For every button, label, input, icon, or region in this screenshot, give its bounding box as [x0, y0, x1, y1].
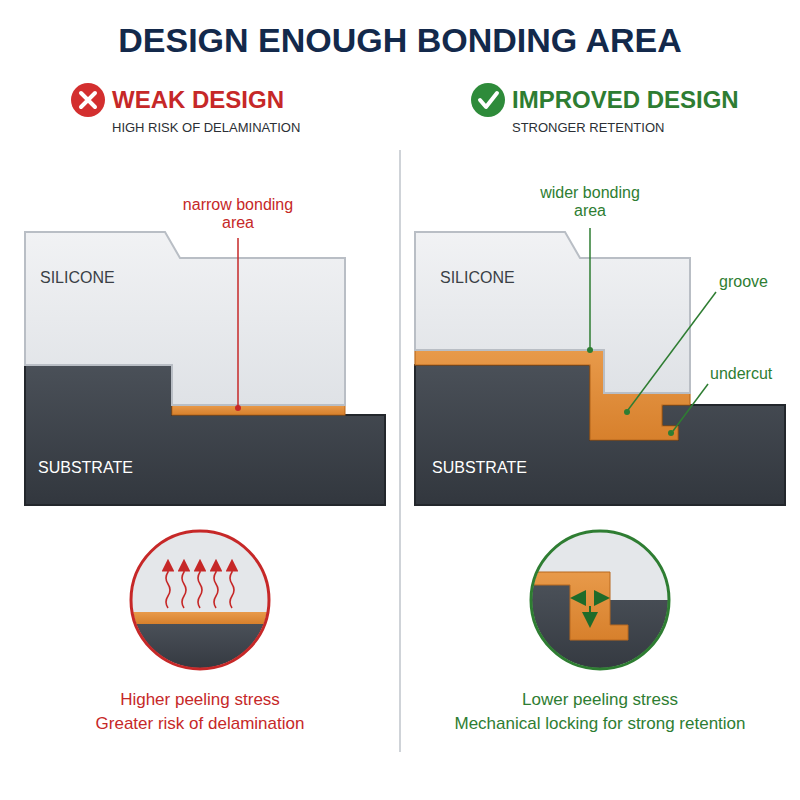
leader-line [628, 292, 716, 410]
callout-label: groove [719, 272, 794, 291]
leader-line [673, 384, 708, 431]
leader-line [237, 238, 239, 406]
part-name: SILICONE [440, 268, 560, 287]
zoom-circle [131, 531, 269, 669]
panel-subheading: HIGH RISK OF DELAMINATION [112, 120, 392, 136]
leader-line [589, 228, 591, 348]
leader-dot [668, 430, 674, 436]
divider [399, 150, 401, 752]
zoom-detail [130, 530, 270, 674]
zoom-detail [530, 530, 670, 680]
caption-line: Greater risk of delamination [20, 714, 380, 734]
leader-dot [587, 347, 593, 353]
part-name: SUBSTRATE [432, 458, 562, 477]
caption-line: Lower peeling stress [405, 690, 795, 710]
part-name: SILICONE [40, 268, 160, 287]
callout-label: wider bonding area [530, 184, 650, 221]
part-name: SUBSTRATE [38, 458, 168, 477]
caption-line: Higher peeling stress [20, 690, 380, 710]
silicone-block [415, 232, 690, 393]
title: DESIGN ENOUGH BONDING AREA [10, 20, 790, 61]
zoom-circle [531, 531, 669, 669]
callout-label: narrow bonding area [178, 196, 298, 233]
bonding-layer [172, 405, 345, 415]
panel-heading: IMPROVED DESIGN [512, 86, 797, 115]
check-icon [471, 83, 505, 117]
panel-subheading: STRONGER RETENTION [512, 120, 792, 136]
callout-label: undercut [710, 364, 795, 383]
caption-line: Mechanical locking for strong retention [405, 714, 795, 734]
cross-icon [71, 83, 105, 117]
silicone-block [25, 232, 345, 405]
leader-dot [624, 409, 630, 415]
leader-dot [235, 405, 241, 411]
panel-heading: WEAK DESIGN [112, 86, 392, 115]
